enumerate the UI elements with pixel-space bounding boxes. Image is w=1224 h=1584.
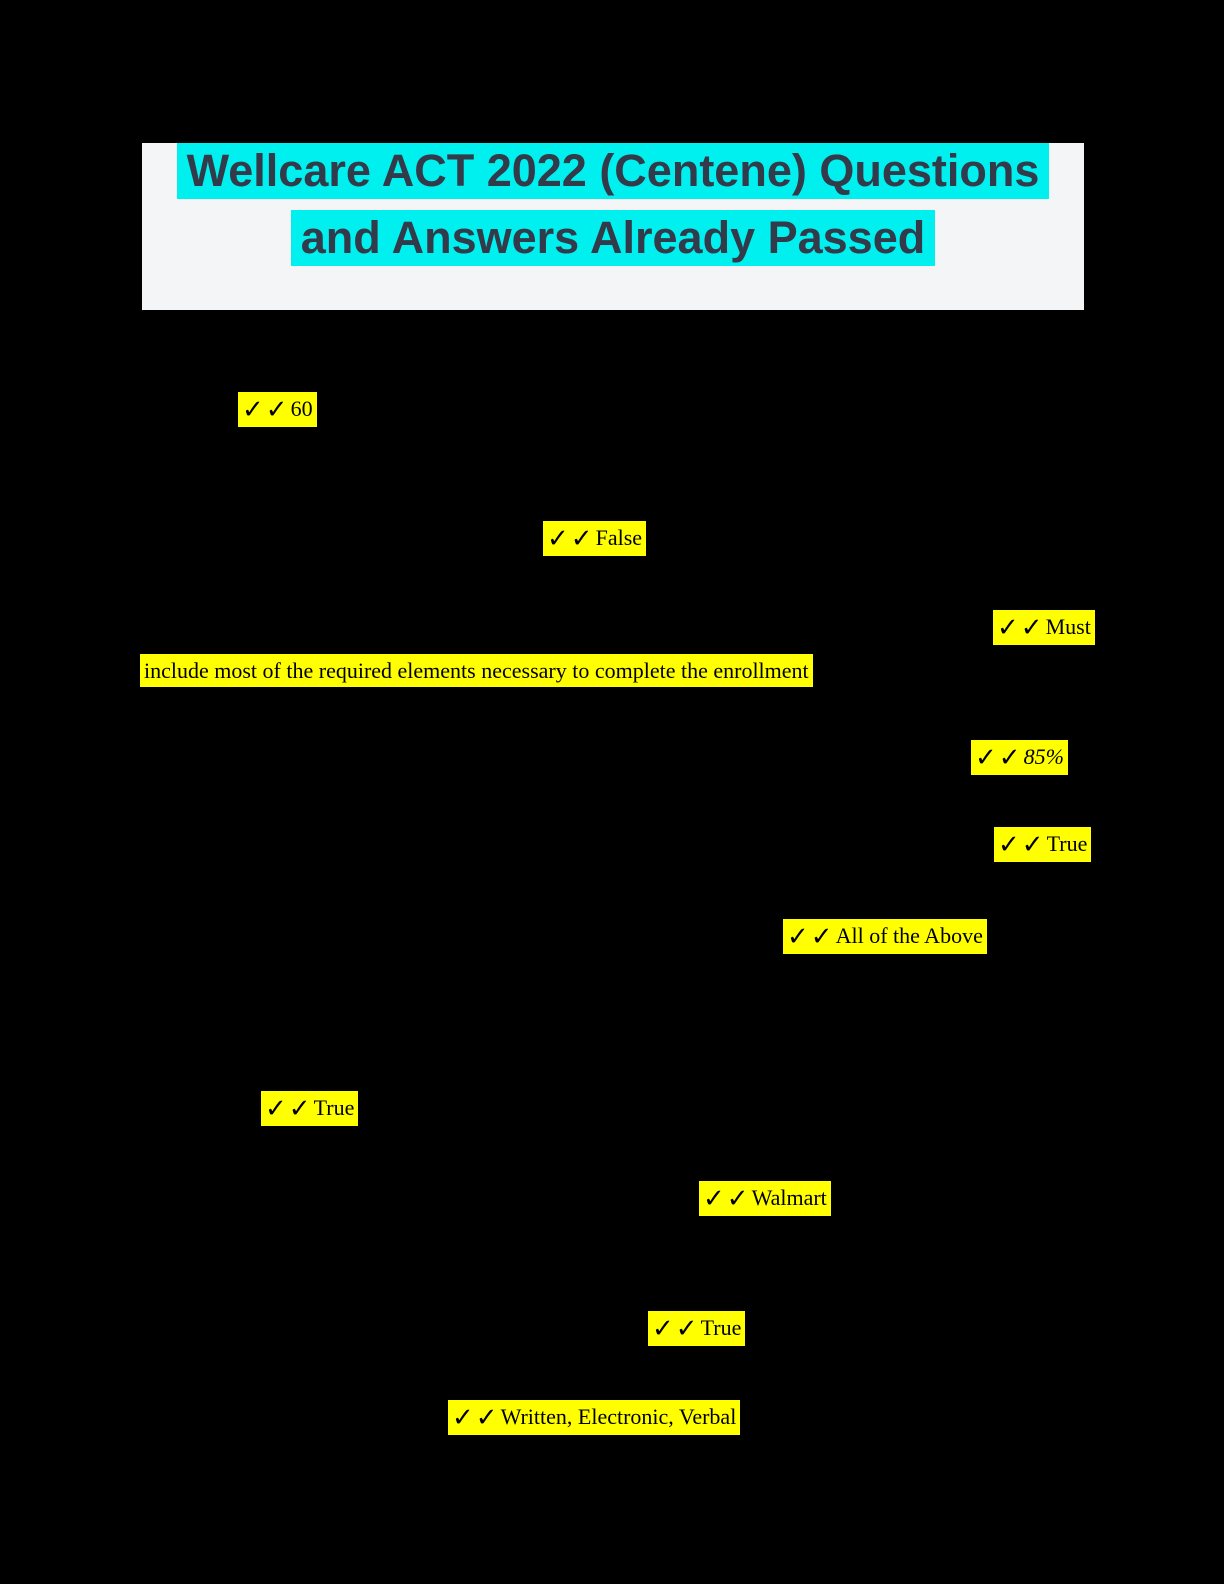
double-checkmark-icon: ✓✓ [652, 1314, 700, 1344]
answer-text: True [313, 1095, 355, 1120]
answer-text: All of the Above [835, 923, 983, 948]
answer-text: 85% [1023, 744, 1064, 769]
title-block: Wellcare ACT 2022 (Centene) Questions an… [142, 143, 1084, 310]
answer-highlight: ✓✓Walmart [699, 1181, 831, 1216]
answer-highlight: ✓✓Written, Electronic, Verbal [448, 1400, 741, 1435]
double-checkmark-icon: ✓✓ [703, 1184, 751, 1214]
answer-text: True [1046, 831, 1088, 856]
answer-text: 60 [290, 396, 313, 421]
double-checkmark-icon: ✓✓ [547, 524, 595, 554]
double-checkmark-icon: ✓✓ [265, 1094, 313, 1124]
answer-text: include most of the required elements ne… [144, 658, 809, 683]
double-checkmark-icon: ✓✓ [998, 830, 1046, 860]
document-title-line-2: and Answers Already Passed [142, 210, 1084, 277]
answer-highlight: ✓✓True [261, 1091, 359, 1126]
answer-highlight: ✓✓60 [238, 392, 317, 427]
title-highlight-line-1: Wellcare ACT 2022 (Centene) Questions [176, 143, 1050, 199]
title-highlight-line-2: and Answers Already Passed [290, 210, 936, 266]
document-title-line-1: Wellcare ACT 2022 (Centene) Questions [142, 143, 1084, 210]
answer-highlight: ✓✓False [543, 521, 647, 556]
answer-highlight: ✓✓Must [993, 610, 1095, 645]
answer-text: Written, Electronic, Verbal [500, 1404, 737, 1429]
answer-text: Walmart [751, 1185, 827, 1210]
double-checkmark-icon: ✓✓ [997, 613, 1045, 643]
answer-highlight: include most of the required elements ne… [140, 654, 813, 687]
answer-highlight: ✓✓True [994, 827, 1092, 862]
answer-highlight: ✓✓True [648, 1311, 746, 1346]
answer-text: True [700, 1315, 742, 1340]
answer-highlight: ✓✓All of the Above [783, 919, 987, 954]
answer-text: Must [1045, 614, 1091, 639]
double-checkmark-icon: ✓✓ [787, 922, 835, 952]
answer-highlight: ✓✓85% [971, 740, 1068, 775]
double-checkmark-icon: ✓✓ [452, 1403, 500, 1433]
answer-text: False [595, 525, 643, 550]
double-checkmark-icon: ✓✓ [975, 743, 1023, 773]
double-checkmark-icon: ✓✓ [242, 395, 290, 425]
